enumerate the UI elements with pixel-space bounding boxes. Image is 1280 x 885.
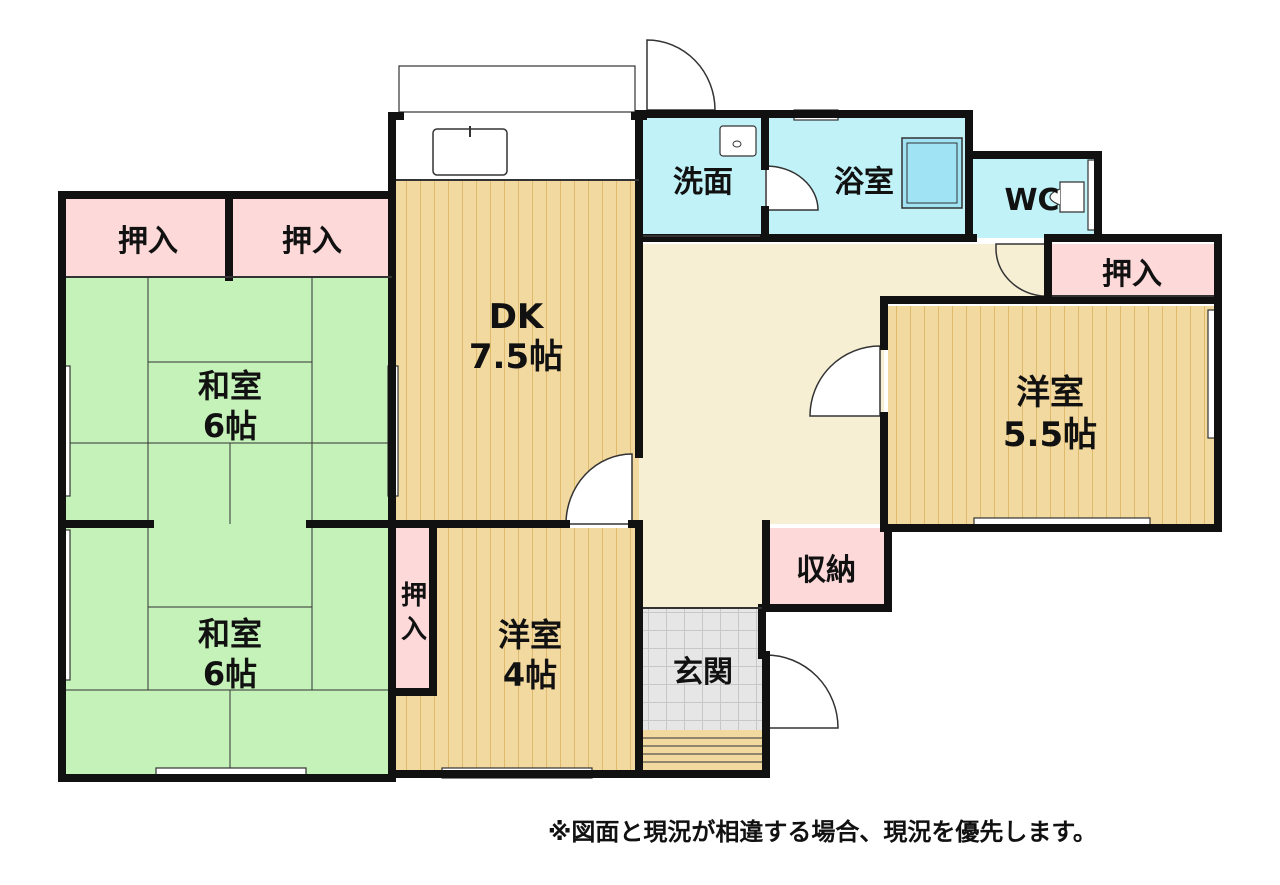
wc-label: WC [1004,183,1059,218]
senmen-label: 洗面 [673,165,733,200]
toilet-icon [1059,181,1085,213]
yoshitsu-4-floor [437,528,639,774]
yoshitsu-55-name: 洋室 [1016,373,1084,413]
closet-2-floor [233,199,392,277]
closet-1-floor [66,199,229,277]
closet-3-label: 押入 [1102,257,1162,292]
washitsu-1-size: 6帖 [203,407,257,445]
yoshitsu-55-floor [888,306,1214,524]
thin-walls [66,179,1214,609]
washitsu-1-name: 和室 [198,367,262,405]
tatami-lines [66,277,392,774]
yoshitsu-55-size: 5.5帖 [1003,415,1097,455]
yokushitsu-label: 浴室 [834,165,894,200]
yoshitsu-4-size: 4帖 [503,656,557,694]
yoshitsu-4-name: 洋室 [498,616,562,654]
yoshitsu-4-lower [396,688,437,774]
balcony [398,65,636,113]
genkan-step [643,730,762,774]
door-swings [565,39,1049,729]
shuno-floor [766,528,884,606]
genkan-label: 玄関 [673,655,733,690]
dk-name: DK [489,297,545,337]
closet-2-label: 押入 [282,224,342,259]
washitsu-2-name: 和室 [198,615,262,653]
washitsu-1-floor [66,277,392,524]
shuno-label: 収納 [796,553,856,588]
closet-1-label: 押入 [118,224,178,259]
walls [58,110,1222,782]
disclaimer-note: ※図面と現況が相違する場合、現況を優先します。 [548,818,1097,846]
closet-3-floor [1052,244,1214,296]
washitsu-2-size: 6帖 [203,655,257,693]
hall-floor [639,244,1048,608]
closet-small-floor [396,528,433,688]
closet-small-label-top: 押 [401,581,427,611]
dk-size: 7.5帖 [469,337,563,377]
closet-small-label-bottom: 入 [401,615,427,645]
washitsu-2-floor [66,524,392,774]
genkan-floor [643,608,762,730]
